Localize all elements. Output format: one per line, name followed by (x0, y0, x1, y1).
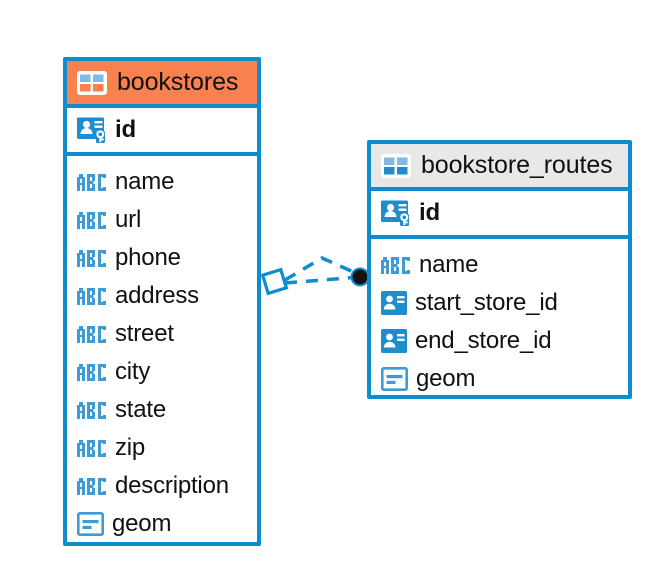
abc-text-icon (77, 401, 107, 419)
entity-bookstores[interactable]: bookstores id (63, 57, 261, 546)
entity-title: bookstore_routes (421, 151, 613, 179)
abc-text-icon (77, 363, 107, 381)
diamond-outline-marker (260, 267, 289, 296)
field-row[interactable]: description (77, 467, 247, 505)
entity-bookstore-routes[interactable]: bookstore_routes id (367, 140, 632, 399)
field-list-bookstore-routes: name start_store_id (371, 239, 628, 406)
field-row[interactable]: geom (381, 360, 618, 398)
relationship-line-upper (284, 256, 359, 282)
table-icon (381, 153, 411, 178)
field-label: geom (416, 365, 476, 392)
field-label: start_store_id (415, 289, 558, 316)
field-label: id (115, 116, 136, 143)
geometry-icon (77, 512, 104, 536)
primary-key-icon (381, 198, 411, 228)
abc-text-icon (381, 256, 411, 274)
field-row[interactable]: start_store_id (381, 284, 618, 322)
primary-key-row-bookstore-routes[interactable]: id (371, 191, 628, 239)
abc-text-icon (77, 325, 107, 343)
geometry-icon (381, 367, 408, 391)
foreign-key-icon (381, 291, 407, 315)
field-row[interactable]: state (77, 391, 247, 429)
field-label: end_store_id (415, 327, 552, 354)
relationship-line-lower (284, 275, 361, 285)
field-label: url (115, 206, 142, 233)
field-label: zip (115, 434, 146, 461)
field-label: street (115, 320, 174, 347)
field-label: name (115, 168, 175, 195)
field-row[interactable]: name (381, 246, 618, 284)
abc-text-icon (77, 173, 107, 191)
field-label: address (115, 282, 199, 309)
entity-header-bookstore-routes[interactable]: bookstore_routes (371, 144, 628, 191)
abc-text-icon (77, 211, 107, 229)
field-label: name (419, 251, 479, 278)
field-list-bookstores: name url (67, 156, 257, 551)
field-label: description (115, 472, 229, 499)
primary-key-row-bookstores[interactable]: id (67, 108, 257, 156)
abc-text-icon (77, 249, 107, 267)
field-row[interactable]: street (77, 315, 247, 353)
field-label: geom (112, 510, 172, 537)
field-label: state (115, 396, 167, 423)
field-row[interactable]: city (77, 353, 247, 391)
field-row[interactable]: geom (77, 505, 247, 543)
field-label: id (419, 199, 440, 226)
primary-key-icon (77, 115, 107, 145)
field-row[interactable]: name (77, 163, 247, 201)
abc-text-icon (77, 439, 107, 457)
field-label: phone (115, 244, 181, 271)
field-row[interactable]: url (77, 201, 247, 239)
foreign-key-icon (381, 329, 407, 353)
field-row[interactable]: address (77, 277, 247, 315)
field-row[interactable]: phone (77, 239, 247, 277)
field-row[interactable]: zip (77, 429, 247, 467)
field-label: city (115, 358, 151, 385)
abc-text-icon (77, 287, 107, 305)
entity-title: bookstores (117, 68, 239, 96)
table-icon (77, 70, 107, 95)
entity-header-bookstores[interactable]: bookstores (67, 61, 257, 108)
field-row[interactable]: end_store_id (381, 322, 618, 360)
abc-text-icon (77, 477, 107, 495)
